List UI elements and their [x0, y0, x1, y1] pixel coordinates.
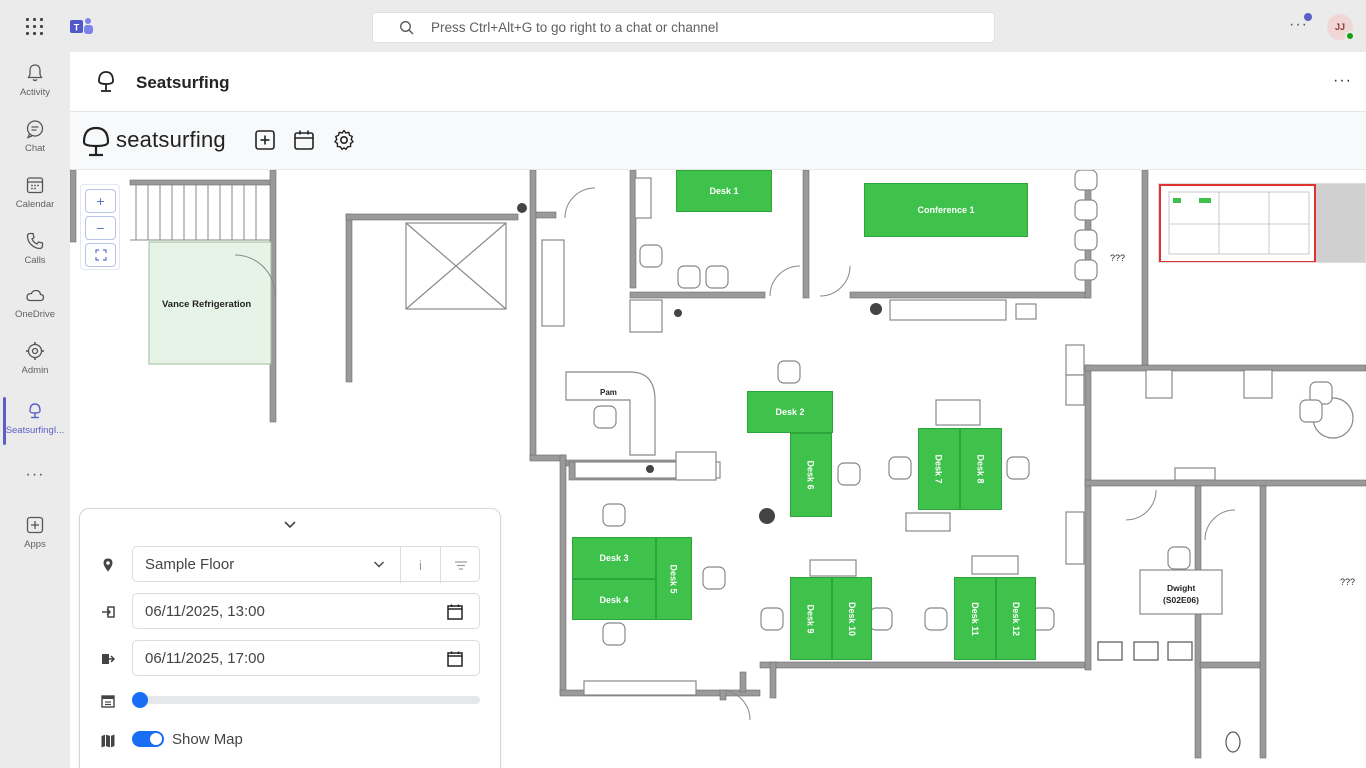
rail-item-admin[interactable]: Admin: [0, 334, 70, 386]
map-icon: [101, 734, 115, 748]
enter-icon: [102, 606, 115, 618]
calendar-week-icon: [101, 695, 115, 708]
location-pin-icon: [103, 558, 113, 572]
collapse-chevron-icon[interactable]: [282, 519, 298, 531]
svg-text:T: T: [74, 23, 80, 33]
search-icon: [400, 20, 414, 34]
room-label-pam: Pam: [600, 388, 617, 397]
rail-item-chat[interactable]: Chat: [0, 112, 70, 164]
desk-11[interactable]: Desk 11: [954, 577, 996, 660]
phone-icon: [26, 232, 44, 250]
room-label-unknown-1: ???: [1110, 253, 1126, 263]
duration-slider-track[interactable]: [139, 696, 480, 704]
more-apps-icon[interactable]: ···: [25, 466, 45, 483]
seatsurfing-logo-text: seatsurfing: [116, 127, 226, 152]
desk-9[interactable]: Desk 9: [790, 577, 832, 660]
app-launcher-icon[interactable]: [26, 18, 44, 36]
booking-panel: Sample Floor i 06/11/2025, 13:00 06/11/2…: [79, 508, 501, 768]
desk-5[interactable]: Desk 5: [656, 537, 692, 620]
zoom-out-button[interactable]: −: [85, 216, 116, 240]
zoom-in-button[interactable]: +: [85, 189, 116, 213]
room-label-unknown-2: ???: [1340, 577, 1356, 587]
admin-icon: [26, 342, 44, 360]
minimap-viewport[interactable]: [1159, 184, 1316, 262]
chat-icon: [26, 120, 44, 139]
desk-7[interactable]: Desk 7: [918, 428, 960, 510]
left-rail: Activity Chat Calendar Calls OneDrive Ad…: [0, 52, 70, 768]
calendar-icon: [26, 177, 44, 194]
app-more-options-icon[interactable]: ···: [1333, 72, 1352, 89]
show-map-toggle[interactable]: [132, 731, 164, 747]
minimap-drawing: [1168, 184, 1365, 262]
settings-gear-icon[interactable]: [332, 128, 356, 152]
filter-icon: [454, 561, 467, 570]
apps-plus-icon: [26, 516, 44, 534]
room-label-vance-refrigeration: Vance Refrigeration: [162, 299, 252, 310]
location-info-button[interactable]: i: [400, 547, 440, 583]
seatsurfing-toolbar: seatsurfing: [70, 112, 1366, 170]
my-bookings-calendar-icon[interactable]: [292, 128, 316, 152]
chevron-down-icon: [374, 561, 384, 568]
app-header: Seatsurfing ···: [70, 52, 1366, 112]
cloud-icon: [26, 289, 45, 302]
location-select[interactable]: Sample Floor i: [132, 546, 480, 583]
minimap[interactable]: [1158, 183, 1366, 263]
rail-item-activity[interactable]: Activity: [0, 56, 70, 108]
desk-8[interactable]: Desk 8: [960, 428, 1002, 510]
search-bar[interactable]: Press Ctrl+Alt+G to go right to a chat o…: [372, 12, 995, 43]
rail-item-calls[interactable]: Calls: [0, 224, 70, 276]
filter-button[interactable]: [440, 547, 480, 583]
conference-1[interactable]: Conference 1: [864, 183, 1028, 237]
calendar-picker-icon[interactable]: [446, 603, 464, 621]
rail-item-apps[interactable]: Apps: [0, 508, 70, 560]
duration-slider-thumb[interactable]: [132, 692, 148, 708]
rail-item-calendar[interactable]: Calendar: [0, 168, 70, 220]
room-label-dwight-episode: (S02E06): [1163, 595, 1199, 605]
bell-icon: [27, 64, 43, 82]
leave-icon: [102, 654, 116, 664]
rail-item-onedrive[interactable]: OneDrive: [0, 278, 70, 330]
seatsurfing-icon: [29, 403, 41, 419]
enter-datetime-input[interactable]: 06/11/2025, 13:00: [132, 593, 480, 629]
desk-12[interactable]: Desk 12: [996, 577, 1036, 660]
room-label-dwight: Dwight: [1167, 583, 1196, 593]
new-booking-icon[interactable]: [253, 128, 277, 152]
floor-map[interactable]: Desk 1 Conference 1 Desk 2 Desk 6 Desk 7…: [70, 170, 1366, 768]
leave-datetime-input[interactable]: 06/11/2025, 17:00: [132, 640, 480, 676]
desk-2[interactable]: Desk 2: [747, 391, 833, 433]
desk-4[interactable]: Desk 4: [572, 579, 656, 620]
search-placeholder: Press Ctrl+Alt+G to go right to a chat o…: [431, 20, 719, 35]
seatsurfing-logo-icon: [82, 126, 110, 157]
info-icon: i: [419, 557, 422, 573]
zoom-controls: + −: [80, 184, 120, 270]
notification-dot: [1304, 13, 1312, 21]
teams-top-bar: T Press Ctrl+Alt+G to go right to a chat…: [0, 0, 1366, 52]
desk-1[interactable]: Desk 1: [676, 170, 772, 212]
more-options-icon[interactable]: ···: [1289, 16, 1308, 33]
fit-to-screen-button[interactable]: [85, 243, 116, 267]
desk-6[interactable]: Desk 6: [790, 433, 832, 517]
fullscreen-icon: [94, 249, 107, 261]
desk-10[interactable]: Desk 10: [832, 577, 872, 660]
rail-active-indicator: [3, 397, 6, 445]
rail-item-seatsurfing[interactable]: SeatsurfingI...: [0, 394, 70, 446]
show-map-label: Show Map: [172, 731, 243, 748]
seatsurfing-app-icon: [98, 71, 114, 92]
presence-available-icon: [1345, 31, 1355, 41]
app-title: Seatsurfing: [136, 73, 230, 92]
floor-plan-drawing: [70, 170, 1366, 759]
desk-3[interactable]: Desk 3: [572, 537, 656, 579]
calendar-picker-icon[interactable]: [446, 650, 464, 668]
teams-logo-icon: T: [70, 18, 93, 34]
